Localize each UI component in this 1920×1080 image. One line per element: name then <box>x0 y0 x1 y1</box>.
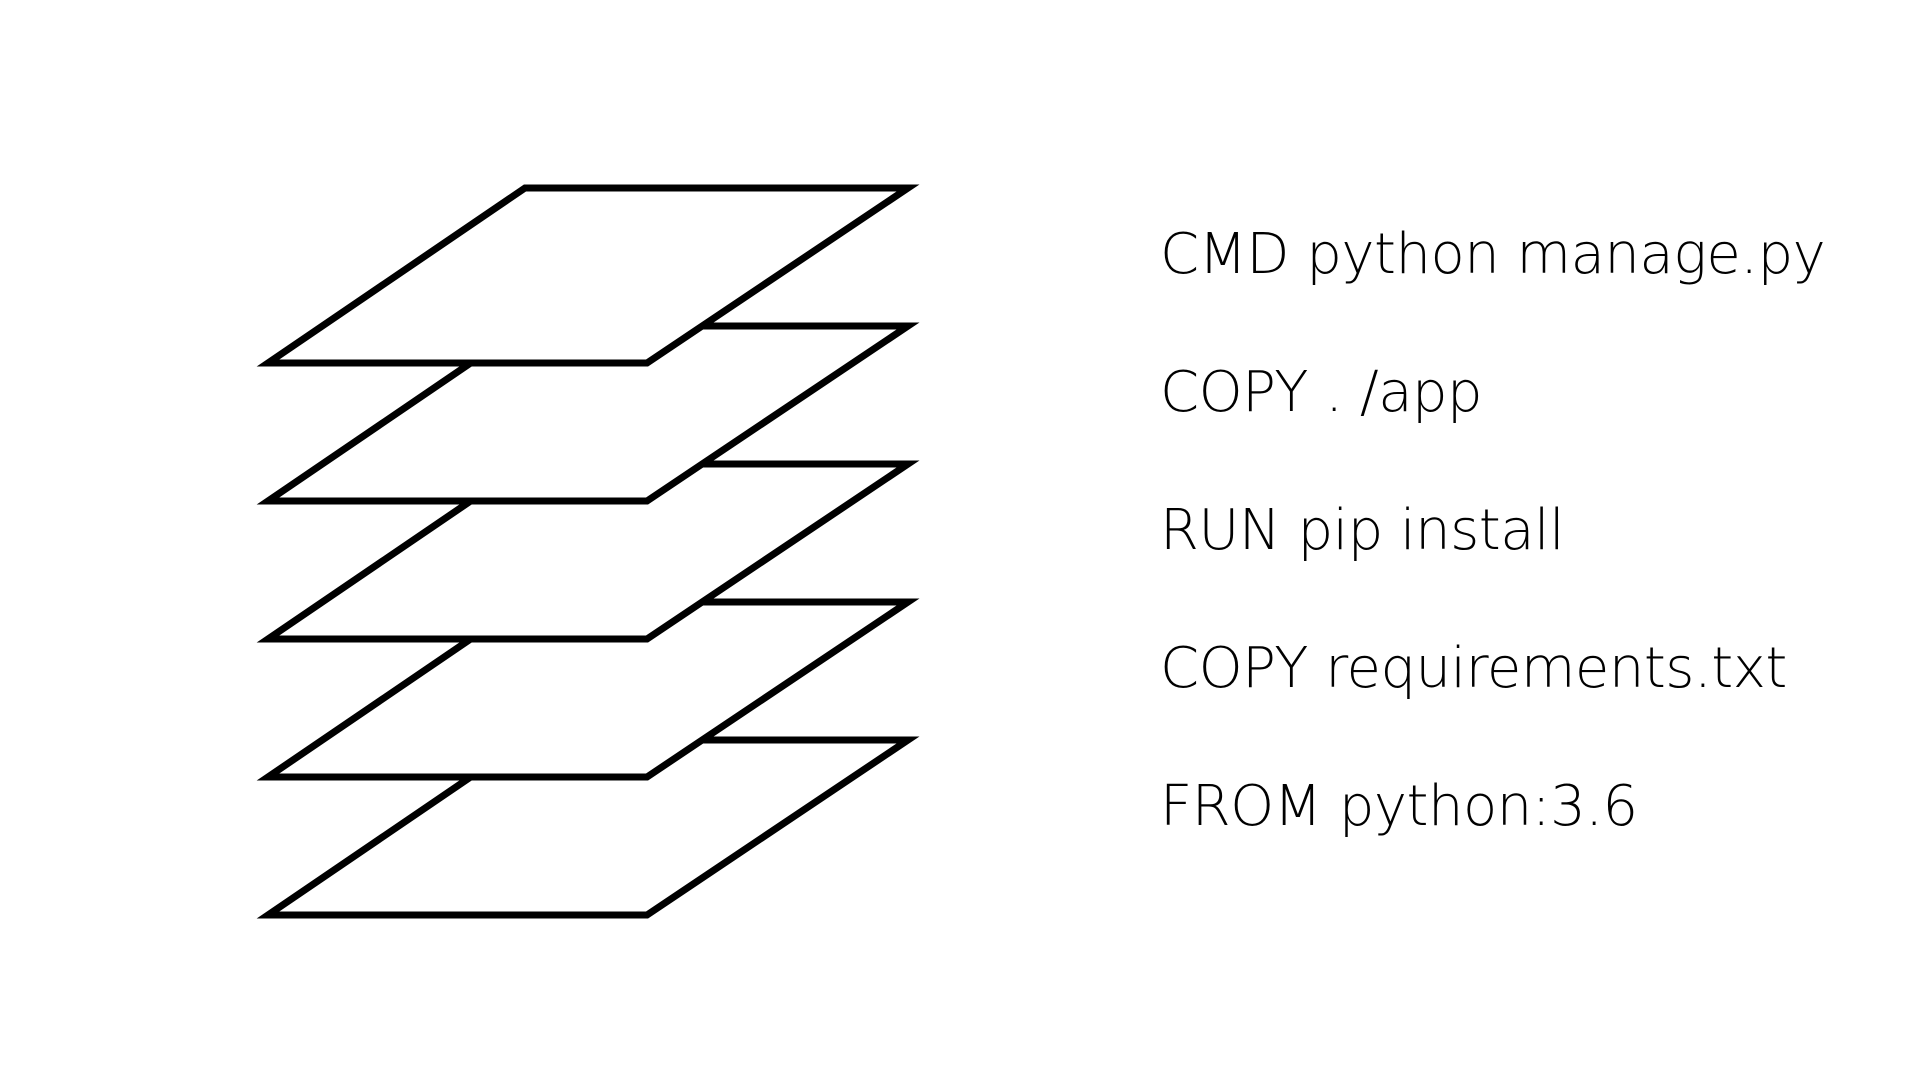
layer-shape-run-pip <box>256 460 920 643</box>
layer-label-run-pip: RUN pip install <box>1160 498 1565 563</box>
layer-label-copy-requirements: COPY requirements.txt <box>1160 636 1787 701</box>
layer-label-copy-app: COPY . /app <box>1160 360 1483 425</box>
layer-shape-copy-requirements <box>256 598 920 781</box>
layer-label-cmd: CMD python manage.py <box>1160 222 1826 287</box>
layer-label-from: FROM python:3.6 <box>1160 774 1638 839</box>
layer-shape-copy-app <box>256 322 920 505</box>
layer-labels: CMD python manage.py COPY . /app RUN pip… <box>1160 0 1900 1080</box>
layer-shape-from <box>256 736 920 919</box>
layer-shape-cmd <box>256 184 920 367</box>
